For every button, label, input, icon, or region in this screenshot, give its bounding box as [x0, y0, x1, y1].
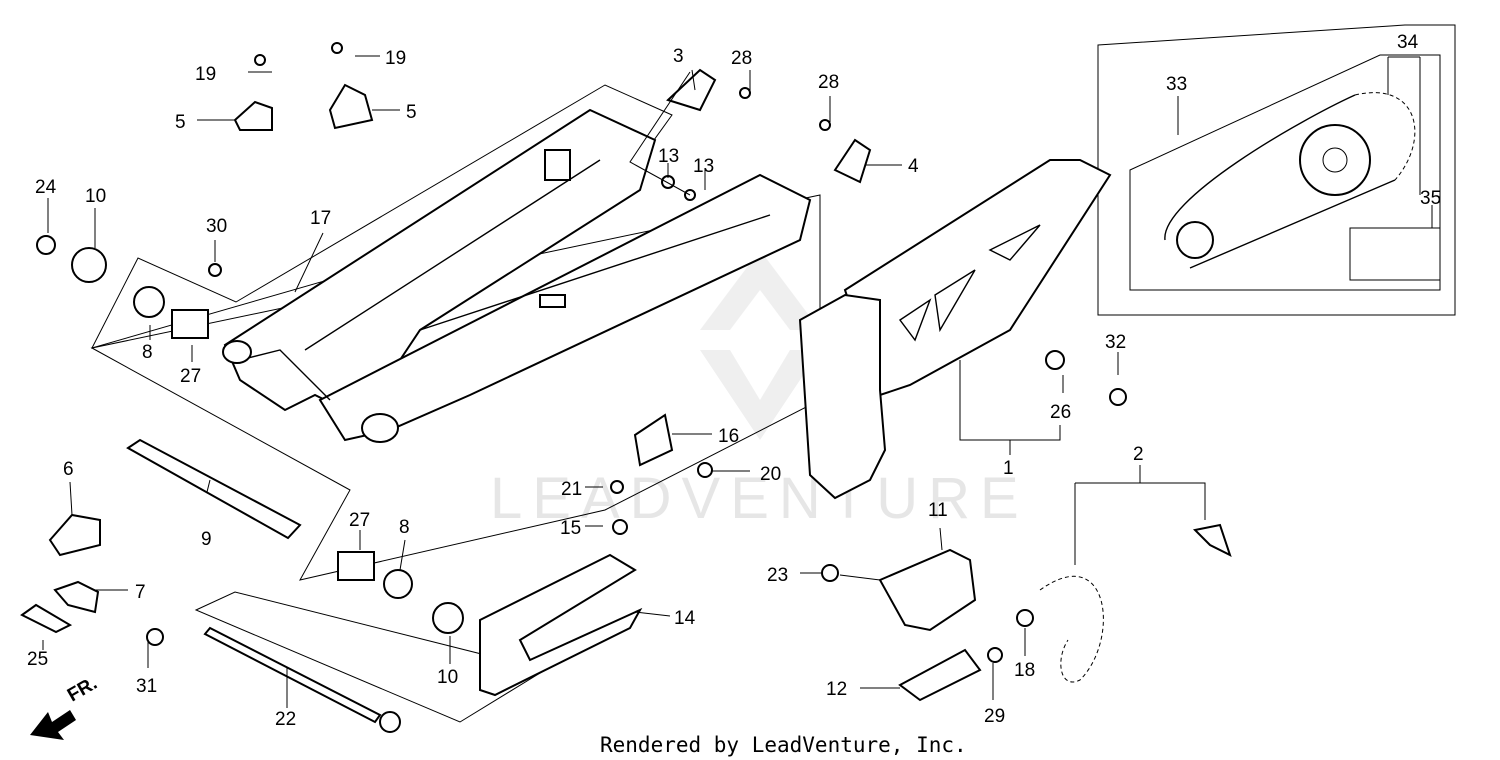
clamp-left — [233, 100, 273, 131]
chain-kit — [1164, 92, 1441, 281]
callout-15: 15 — [560, 518, 581, 539]
dust-seal-upper — [71, 247, 107, 283]
chain-guide-bolt-head — [1016, 609, 1034, 627]
callout-16: 16 — [718, 426, 739, 447]
nut-chain-guide — [821, 564, 839, 582]
chain-slider — [798, 159, 1112, 500]
callout-labels: 1 2 3 4 5 5 6 7 8 8 9 10 10 11 12 13 13 … — [27, 32, 1441, 730]
callout-20: 20 — [760, 464, 781, 485]
front-arrow-icon — [30, 710, 76, 740]
chain-guide-block — [878, 548, 977, 632]
screw-upper — [739, 87, 751, 99]
watermark-text: LEADVENTURE — [490, 466, 1029, 531]
chain-adjuster-plate-lower — [833, 138, 872, 184]
callout-22: 22 — [275, 709, 296, 730]
callout-29: 29 — [984, 706, 1005, 727]
dust-seal-lower — [432, 602, 464, 634]
swingarm — [222, 108, 812, 443]
pivot-shaft — [126, 438, 302, 540]
callout-32: 32 — [1105, 332, 1126, 353]
drive-chain — [1039, 575, 1104, 683]
callout-13b: 13 — [693, 156, 714, 177]
callout-34: 34 — [1397, 32, 1419, 53]
nut-upper — [36, 235, 56, 255]
chain-slider-bolt-head — [1109, 388, 1127, 406]
leader-lines — [42, 55, 1433, 708]
bearing-lower — [383, 569, 413, 599]
chain-joint — [1192, 523, 1232, 557]
mount-bolt-head — [697, 462, 713, 478]
grease-fitting — [208, 263, 222, 277]
callout-5a: 5 — [175, 112, 186, 133]
needle-bearing-upper — [171, 309, 209, 339]
credit-text: Rendered by LeadVenture, Inc. — [600, 733, 967, 757]
callout-1: 1 — [1003, 458, 1014, 479]
chain-guide-slider — [898, 648, 982, 702]
callout-35: 35 — [1420, 188, 1441, 209]
callout-4: 4 — [908, 156, 919, 177]
callout-24: 24 — [35, 177, 57, 198]
chain-adjuster-plate-upper — [666, 68, 717, 112]
callout-27b: 27 — [349, 510, 370, 531]
adjuster-bracket — [53, 580, 100, 614]
chain-guide-lower — [479, 553, 643, 697]
slider-screw-head — [987, 647, 1003, 663]
screw-right — [331, 42, 343, 54]
chain-kit-box — [1097, 24, 1456, 316]
callout-10b: 10 — [437, 667, 458, 688]
callout-33: 33 — [1166, 74, 1187, 95]
adjuster-bolt-head — [146, 628, 164, 646]
callout-10a: 10 — [85, 186, 106, 207]
callout-14: 14 — [674, 608, 696, 629]
callout-17: 17 — [310, 208, 331, 229]
front-marker: FR. — [64, 673, 101, 706]
callout-8a: 8 — [142, 342, 153, 363]
collar — [1045, 350, 1065, 370]
bearing-upper — [133, 286, 165, 318]
callout-28b: 28 — [818, 72, 839, 93]
callout-27a: 27 — [180, 366, 201, 387]
spacer-collar — [20, 603, 73, 634]
callout-9: 9 — [201, 529, 212, 550]
callout-21: 21 — [561, 479, 582, 500]
callout-23: 23 — [767, 565, 788, 586]
screw-left — [254, 54, 266, 66]
callout-30: 30 — [206, 216, 227, 237]
chain-kit-inner-box — [1129, 54, 1441, 291]
clamp-right — [328, 83, 374, 130]
callout-31: 31 — [136, 676, 157, 697]
rubber-mount — [633, 413, 674, 467]
callout-11: 11 — [928, 500, 948, 521]
callout-18: 18 — [1014, 660, 1035, 681]
swingarm-lower-outline — [90, 194, 821, 581]
callout-19a: 19 — [195, 64, 216, 85]
callout-13a: 13 — [658, 146, 679, 167]
pivot-bolt — [203, 626, 382, 724]
pivot-bolt-head — [379, 711, 401, 733]
callout-25: 25 — [27, 649, 48, 670]
callout-2: 2 — [1133, 444, 1144, 465]
callout-19b: 19 — [385, 48, 406, 69]
callout-12: 12 — [826, 679, 847, 700]
grommet — [612, 519, 628, 535]
screw-lower — [819, 119, 831, 131]
watermark-logo — [700, 250, 820, 440]
callout-8b: 8 — [399, 517, 410, 538]
chain-adjuster-block — [48, 513, 101, 557]
callout-5b: 5 — [406, 102, 417, 123]
callout-3: 3 — [673, 46, 684, 67]
callout-28a: 28 — [731, 48, 752, 69]
callout-7: 7 — [135, 582, 146, 603]
screw-head — [610, 480, 624, 494]
needle-bearing-lower — [337, 551, 375, 581]
callout-6: 6 — [63, 459, 74, 480]
callout-26: 26 — [1050, 402, 1071, 423]
